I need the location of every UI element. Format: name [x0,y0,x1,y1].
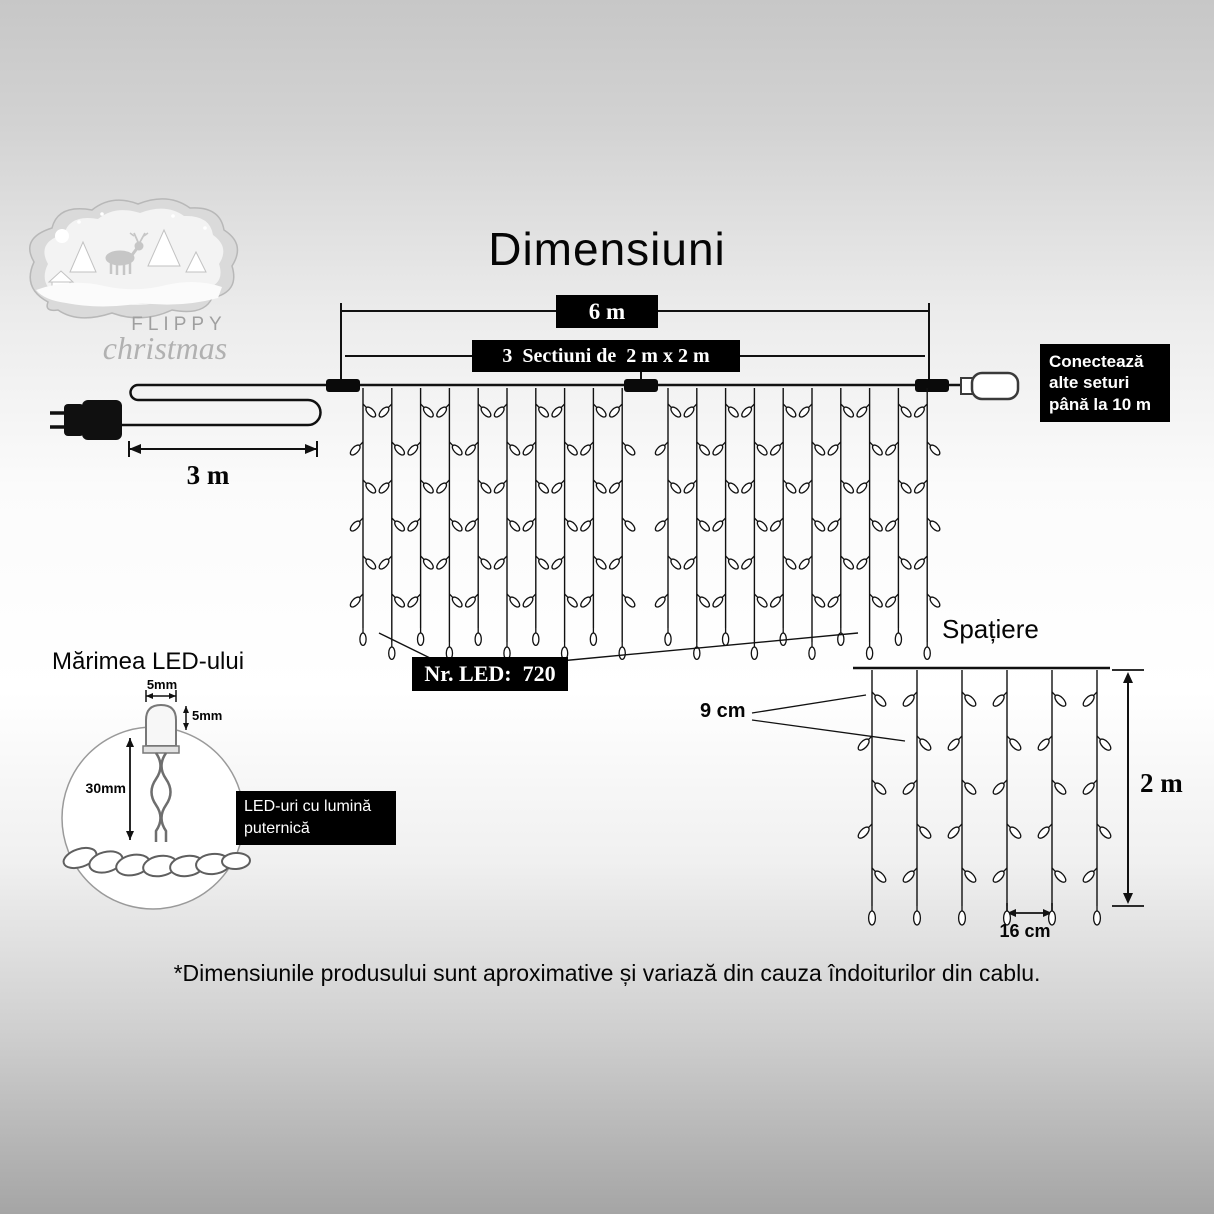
led-bulb-icon [145,703,177,747]
cable-connector-icons [326,379,949,392]
logo-brand-script: christmas [102,330,228,366]
led-brightness-note-line: LED-uri cu lumină [244,798,372,816]
lead-length-label: 3 m [186,460,230,490]
bulb-width-label: 5mm [146,677,178,692]
led-size-title: Mărimea LED-ului [52,648,245,675]
rope-icon [62,846,251,878]
led-count-pointer-lines [378,632,859,662]
led-gap-label: 16 cm [999,921,1051,941]
page-title: Dimensiuni [488,223,726,275]
power-plug-icon [50,400,122,440]
total-width-label: 6 m [556,295,658,328]
sections-label: 3 Sectiuni de 2 m x 2 m [472,340,740,372]
disclaimer-text: *Dimensiunile produsului sunt aproximati… [173,960,1041,986]
reindeer-icon [105,232,149,275]
led-size-diagram [61,690,251,910]
power-cable [120,383,963,427]
connect-note-line: alte seturi [1049,373,1130,393]
winter-scene-icon [29,198,239,319]
wire-length-label: 30mm [85,780,126,796]
spacing-curtain [857,670,1112,926]
led-count-label: Nr. LED: 720 [412,657,568,691]
measure-3m-arrow [128,441,318,457]
bulb-height-label: 5mm [192,708,223,723]
connect-note-line: până la 10 m [1049,394,1152,414]
extension-connector-icon [960,371,1020,401]
led-curtain-left [349,388,636,661]
connect-note-line: Conectează [1049,351,1144,371]
led-curtain-right [654,388,941,661]
logo-brand-name: FLIPPY [131,314,227,335]
led-brightness-note-line: puternică [244,820,310,837]
strand-gap-label: 9 cm [700,700,746,722]
curtain-height-label: 2 m [1140,768,1183,798]
spacing-title: Spațiere [942,614,1039,644]
led-brightness-note: LED-uri cu lumină puternică [236,791,396,845]
connect-note: Conectează alte seturi până la 10 m [1040,344,1170,422]
